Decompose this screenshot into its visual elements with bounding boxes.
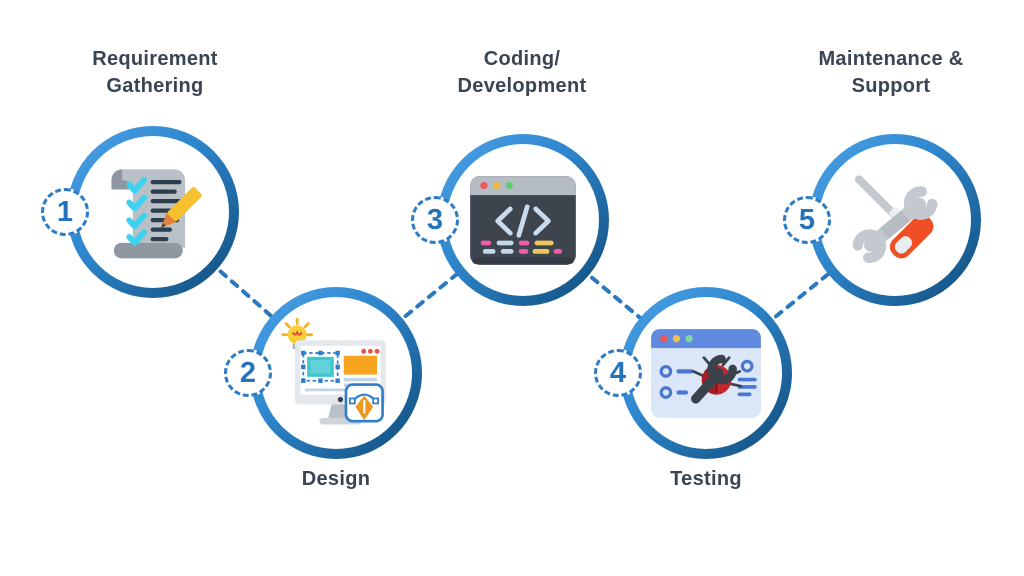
step-4-number-badge: 4 [594,349,642,397]
step-3-label-line1: Coding/ [483,48,561,70]
step-4-circle [620,287,792,459]
step-1-number: 1 [56,195,74,228]
step-3-label: Coding/ Development [392,46,652,100]
step-2-label: Design [236,466,436,493]
step-4-number: 4 [609,356,627,389]
step-5-label: Maintenance & Support [761,46,1021,100]
step-4-label-line1: Testing [670,468,742,490]
step-3-circle [437,134,609,306]
step-5-number-badge: 5 [783,196,831,244]
step-3-number-badge: 3 [411,196,459,244]
step-2-number-badge: 2 [224,349,272,397]
requirement-scroll-icon [111,169,202,259]
step-3-number: 3 [426,203,444,236]
step-2-label-line1: Design [301,468,371,490]
step-5-label-line2: Support [851,75,931,97]
step-1-circle [67,126,239,298]
wrench-screwdriver-icon [852,175,938,263]
step-1-label-line1: Requirement [92,48,218,70]
step-2-number: 2 [239,356,257,389]
step-1-number-badge: 1 [41,188,89,236]
step-5-label-line1: Maintenance & [818,48,964,70]
step-4-label: Testing [606,466,806,493]
step-3-label-line2: Development [457,75,587,97]
design-monitor-icon [281,317,386,425]
step-1-label-line2: Gathering [106,75,204,97]
step-1-label: Requirement Gathering [25,46,285,100]
step-5-circle [809,134,981,306]
bug-testing-icon [651,328,761,418]
code-window-icon [470,175,576,265]
step-2-circle [250,287,422,459]
step-5-number: 5 [798,203,816,236]
